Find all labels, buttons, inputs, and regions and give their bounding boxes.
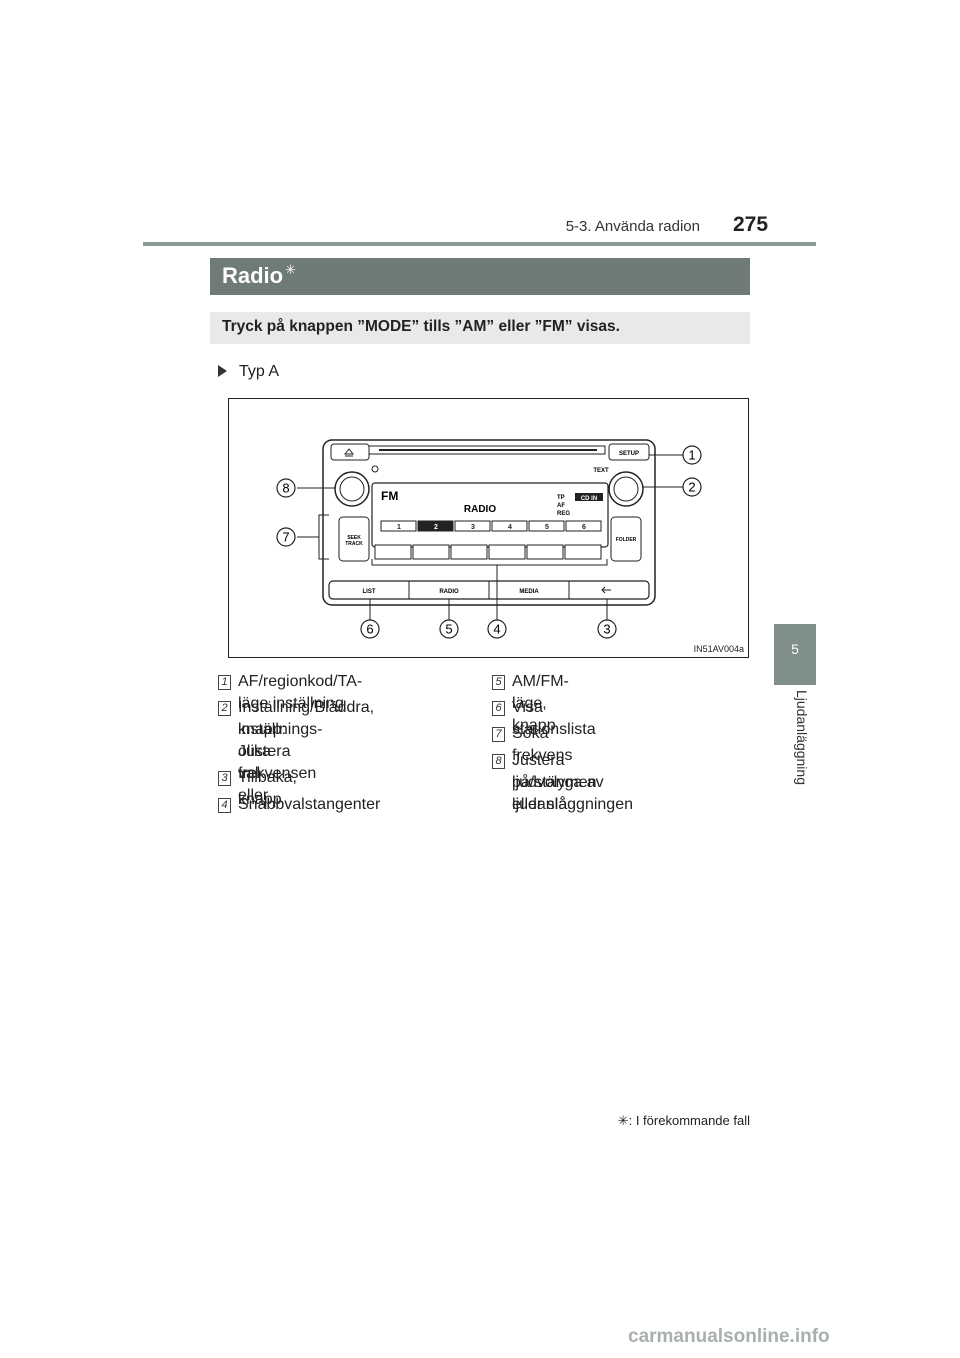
callout-3: 3 [597,619,617,639]
title-bar [210,258,750,295]
cd-in-label: CD IN [581,496,597,502]
preset-selector-button [374,544,412,560]
list-button-label: LIST [363,589,376,595]
track-label: TRACK [345,541,363,547]
legend-number-4: 4 [218,798,231,813]
instruction-text: Tryck på knappen ”MODE” tills ”AM” eller… [222,318,620,335]
folder-label: FOLDER [616,537,637,543]
triangle-bullet-icon [218,365,227,377]
preset-4-button [491,520,528,532]
chapter-tab: 5 [774,624,816,685]
preset-3-button [454,520,491,532]
preset-2-button [417,520,454,532]
legend-number-2: 2 [218,701,231,716]
legend-number-5: 5 [492,675,505,690]
svg-text:2: 2 [688,480,695,495]
legend-text: Söka frekvens [512,725,573,764]
section-title: 5-3. Använda radion [565,218,700,235]
back-arrow-icon [601,586,611,594]
legend-text: Visa stationslista [512,699,596,738]
legend-number-7: 7 [492,727,505,742]
legend-number-3: 3 [218,771,231,786]
radio-display-label: RADIO [464,504,496,515]
svg-text:8: 8 [282,481,289,496]
callout-2: 2 [682,477,702,497]
svg-text:5: 5 [445,622,452,637]
preset-6-label: 6 [582,524,586,531]
legend-text: Snabbvalstangenter [238,796,381,813]
legend-number-1: 1 [218,675,231,690]
legend-number-6: 6 [492,701,505,716]
callout-4: 4 [487,619,507,639]
preset-5-label: 5 [545,524,549,531]
af-label: AF [557,503,565,509]
preset-4-label: 4 [508,524,512,531]
footnote-text: : I förekommande fall [628,1113,750,1128]
page-title-text: Radio [222,263,284,288]
figure-id: IN51AV004a [693,644,744,654]
text-label: TEXT [593,468,609,474]
svg-text:7: 7 [282,530,289,545]
callout-7: 7 [276,527,296,547]
fm-label: FM [381,489,398,503]
callout-5: 5 [439,619,459,639]
legend-text: på/stänga av ljudanläggningen [512,774,633,813]
type-label: Typ A [218,363,279,381]
chapter-label-text: Ljudanläggning [794,690,810,785]
asterisk-icon: ✳ [285,262,297,277]
legend-text: AF/regionkod/TA-läge inställning [238,673,363,712]
svg-text:1: 1 [688,448,695,463]
preset-6-button [565,520,602,532]
instruction-bar [210,312,750,344]
reg-label: REG [557,511,570,517]
seek-label: SEEK [347,535,361,541]
radio-illustration: LIST RADIO MEDIA SETUP TEXT FM RADIO TP … [276,439,702,639]
watermark: carmanualsonline.info [628,1326,830,1347]
chapter-label: Ljudanläggning [792,690,812,800]
header-divider [143,242,816,246]
legend-number-8: 8 [492,754,505,769]
legend-text: Tillbaka, knapp [238,769,297,808]
svg-text:3: 3 [603,622,610,637]
preset-selector-button [450,544,488,560]
type-label-text: Typ A [239,363,280,380]
preset-selector-button [526,544,564,560]
preset-2-label: 2 [434,524,438,531]
legend-text: Inställning/Bläddra, inställnings- [238,699,375,738]
page-title: Radio✳ [222,262,296,289]
setup-button-label: SETUP [619,451,639,457]
callout-8: 8 [276,478,296,498]
callout-1: 1 [682,445,702,465]
preset-1-label: 1 [397,524,401,531]
preset-3-label: 3 [471,524,475,531]
page-number: 275 [733,213,769,236]
preset-selector-button [412,544,450,560]
media-button-label: MEDIA [519,589,539,595]
asterisk-icon: ✳ [617,1113,629,1128]
legend-text: olika val [238,743,271,782]
legend-text: AM/FM-läge, knapp [512,673,569,734]
preset-1-button [380,520,417,532]
svg-text:6: 6 [366,622,373,637]
radio-button-label: RADIO [439,589,459,595]
preset-5-button [528,520,565,532]
footnote: ✳: I förekommande fall [590,1113,750,1129]
preset-selector-button [564,544,602,560]
svg-text:4: 4 [493,622,500,637]
radio-figure: LIST RADIO MEDIA SETUP TEXT FM RADIO TP … [228,398,749,658]
preset-selector-button [488,544,526,560]
callout-6: 6 [360,619,380,639]
eject-icon [343,448,355,457]
legend-text: Justera ljudvolymen eller slå [512,752,597,813]
legend-text: knapp: Justera frekvensen eller [238,721,317,804]
tp-label: TP [557,495,565,501]
